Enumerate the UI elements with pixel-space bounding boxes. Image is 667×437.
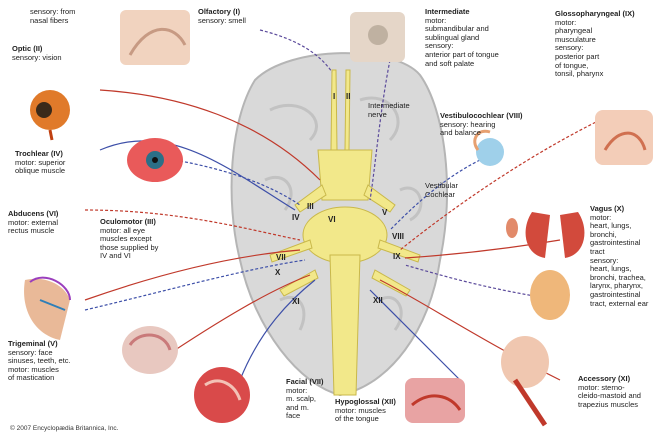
label-top-left-fragment: sensory: from nasal fibers xyxy=(30,8,105,25)
numeral-III: III xyxy=(307,202,314,211)
numeral-IV: IV xyxy=(292,213,300,222)
label-hypoglossal: Hypoglossal (XII) motor: muscles of the … xyxy=(335,398,420,424)
numeral-I: I xyxy=(333,92,335,101)
eye-muscles-illustration xyxy=(127,138,183,182)
eye-illustration xyxy=(30,90,70,140)
throat-illustration xyxy=(595,110,653,165)
label-oculomotor: Oculomotor (III) motor: all eye muscles … xyxy=(100,218,190,261)
label-intermediate-nerve: Intermediate motor: submandibular and su… xyxy=(425,8,515,68)
brain-slice-illustration xyxy=(350,12,405,62)
numeral-VIII: VIII xyxy=(392,232,404,241)
label-optic: Optic (II) sensory: vision xyxy=(12,45,82,62)
neck-muscles-illustration xyxy=(501,336,549,425)
label-olfactory: Olfactory (I) sensory: smell xyxy=(198,8,278,25)
thoracic-organs-illustration xyxy=(506,212,584,320)
label-vestibulocochlear: Vestibulocochlear (VIII) sensory: hearin… xyxy=(440,112,545,138)
label-accessory: Accessory (XI) motor: sterno- cleido-mas… xyxy=(578,375,663,409)
label-trigeminal: Trigeminal (V) sensory: face sinuses, te… xyxy=(8,340,93,383)
numeral-VII: VII xyxy=(276,253,286,262)
head-section-illustration xyxy=(122,326,178,374)
numeral-II: II xyxy=(346,92,350,101)
nose-illustration xyxy=(120,10,190,65)
numeral-X: X xyxy=(275,268,280,277)
facial-muscles-illustration xyxy=(194,367,250,423)
label-vestibular-branch: Vestibular Cochlear xyxy=(425,182,485,199)
label-intermediate-root: Intermediate nerve xyxy=(368,102,423,119)
label-trochlear: Trochlear (IV) motor: superior oblique m… xyxy=(15,150,90,176)
numeral-V: V xyxy=(382,208,387,217)
copyright-notice: © 2007 Encyclopædia Britannica, Inc. xyxy=(10,425,119,432)
numeral-XI: XI xyxy=(292,297,300,306)
numeral-IX: IX xyxy=(393,252,401,261)
numeral-VI: VI xyxy=(328,215,336,224)
face-profile-illustration xyxy=(24,278,70,340)
label-glossopharyngeal: Glossopharyngeal (IX) motor: pharyngeal … xyxy=(555,10,663,79)
label-abducens: Abducens (VI) motor: external rectus mus… xyxy=(8,210,83,236)
numeral-XII: XII xyxy=(373,296,383,305)
label-vagus: Vagus (X) motor: heart, lungs, bronchi, … xyxy=(590,205,665,308)
